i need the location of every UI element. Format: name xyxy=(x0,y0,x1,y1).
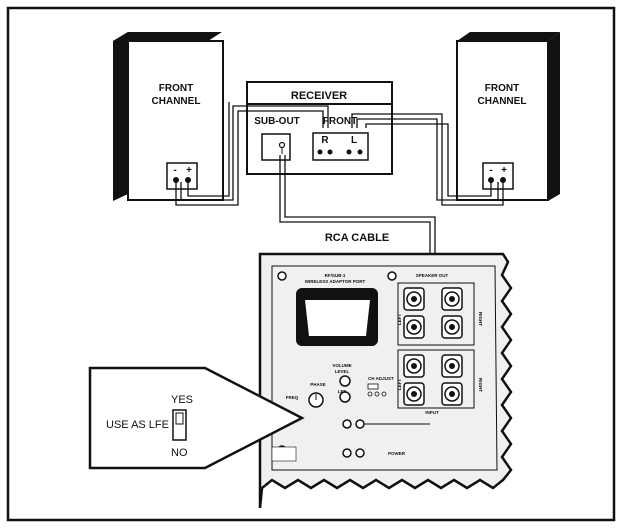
input-label: INPUT xyxy=(425,410,439,415)
binding-post-hole-3 xyxy=(449,296,455,302)
lfe-switch-knob xyxy=(175,412,184,425)
switch-yes-label: YES xyxy=(171,394,193,406)
ch-adjust-label: CH ADJUST xyxy=(368,376,394,381)
left-speaker-neg-terminal xyxy=(173,177,179,183)
binding-post-hole-2 xyxy=(411,324,417,330)
binding-post-hole-6 xyxy=(411,391,417,397)
right-speaker-label-line1: FRONT xyxy=(485,83,519,94)
receiver-front-terminals xyxy=(312,132,369,161)
left-speaker-label-line2: CHANNEL xyxy=(152,96,201,107)
freq-label: FREQ xyxy=(286,395,299,400)
receiver-l-label: L xyxy=(351,135,357,146)
input-left-label: LEFT xyxy=(397,379,402,390)
speaker-out-left-label: LEFT xyxy=(397,314,402,325)
receiver-sub-out-jack xyxy=(261,133,291,161)
left-front-speaker: FRONT CHANNEL - + xyxy=(113,32,224,201)
switch-no-label: NO xyxy=(171,447,188,459)
speaker-out-label: SPEAKER OUT xyxy=(416,273,449,278)
right-speaker-label-line2: CHANNEL xyxy=(478,96,527,107)
power-label: POWER xyxy=(388,451,406,456)
subwoofer-panel: RF/SUB-1 WIRELESS ADAPTOR PORT SPEAKER O… xyxy=(258,252,513,509)
lfe-label: LFE xyxy=(338,389,347,394)
binding-post-hole-4 xyxy=(449,324,455,330)
speaker-out-right-label: RIGHT xyxy=(478,312,483,326)
receiver-r-label: R xyxy=(321,135,329,146)
binding-post-hole-7 xyxy=(449,363,455,369)
left-speaker-pos-terminal xyxy=(185,177,191,183)
rca-cable-label: RCA CABLE xyxy=(325,232,389,244)
lfe-knob xyxy=(339,391,351,403)
receiver: RECEIVER SUB-OUT FRONT R L xyxy=(246,81,393,175)
binding-post-hole-8 xyxy=(449,391,455,397)
subwoofer-controls: VOLUME LEVEL LFE PHASE FREQ CH ADJUST PO… xyxy=(271,363,430,462)
level-label: LEVEL xyxy=(335,369,350,374)
left-speaker-pos-label: + xyxy=(186,165,192,176)
wireless-port-label-line2: WIRELESS ADAPTOR PORT xyxy=(305,279,366,284)
right-front-speaker: FRONT CHANNEL - + xyxy=(456,32,560,201)
use-as-lfe-label: USE AS LFE xyxy=(106,419,169,431)
input-right-label: RIGHT xyxy=(478,378,483,392)
right-speaker-neg-label: - xyxy=(489,165,492,176)
binding-posts xyxy=(403,287,463,406)
receiver-title: RECEIVER xyxy=(291,90,347,102)
wireless-port-label-line1: RF/SUB-1 xyxy=(325,273,346,278)
volume-knob xyxy=(339,375,351,387)
lfe-switch-callout: USE AS LFE YES NO xyxy=(88,366,305,470)
volume-label: VOLUME xyxy=(332,363,351,368)
left-speaker-terminal-plate xyxy=(166,162,198,190)
left-speaker-label-line1: FRONT xyxy=(159,83,193,94)
phase-label: PHASE xyxy=(310,382,326,387)
right-speaker-neg-terminal xyxy=(488,177,494,183)
binding-post-hole-1 xyxy=(411,296,417,302)
left-speaker-neg-label: - xyxy=(173,165,176,176)
speaker-wires xyxy=(175,102,504,206)
binding-post-hole-5 xyxy=(411,363,417,369)
right-speaker-pos-terminal xyxy=(500,177,506,183)
receiver-front-label: FRONT xyxy=(323,116,357,127)
right-speaker-pos-label: + xyxy=(501,165,507,176)
receiver-sub-out-label: SUB-OUT xyxy=(254,116,300,127)
